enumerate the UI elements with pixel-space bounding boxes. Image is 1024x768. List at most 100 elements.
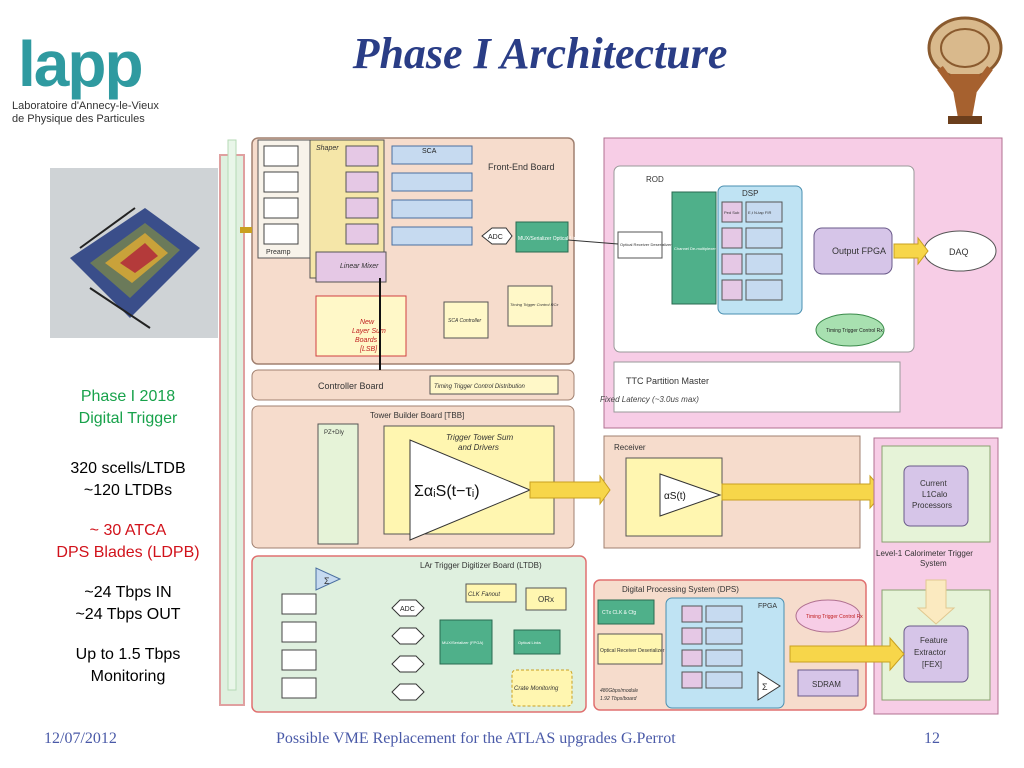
new-layer-sum-label-3: Boards <box>355 337 378 344</box>
front-end-board-label: Front-End Board <box>488 162 555 172</box>
ltdb-mux-fpga <box>439 619 493 665</box>
lapp-subtitle-line2: de Physique des Particules <box>12 113 145 125</box>
tbb-label: Tower Builder Board [TBB] <box>370 411 464 420</box>
dps-to-fex-arrow <box>789 636 905 672</box>
output-fpga <box>813 227 893 275</box>
new-layer-sum-label-4: [LSB] <box>359 346 378 353</box>
tbps-line1: ~24 Tbps IN <box>84 584 172 601</box>
dps-label: Digital Processing System (DPS) <box>622 585 739 594</box>
rod-label: ROD <box>646 175 664 184</box>
tbps-line2: ~24 Tbps OUT <box>75 606 181 623</box>
linear-mixer <box>315 251 387 283</box>
fex-label-2: Extractor <box>914 648 946 657</box>
ltdb-optical-links <box>513 629 561 655</box>
l1-trigger-label-1: Level-1 Calorimeter Trigger <box>876 549 973 558</box>
ltdb-adc-label: ADC <box>400 606 415 613</box>
dps-rate-1: 480Gbps/module <box>600 688 638 694</box>
ped-sub-label: Ped Sub <box>724 210 740 215</box>
sca-controller-label: SCA Controller <box>448 318 481 324</box>
page-title: Phase I Architecture <box>352 29 728 78</box>
preamp-cells <box>263 145 299 245</box>
footer-date: 12/07/2012 <box>44 730 117 747</box>
atlas-logo <box>927 16 1003 124</box>
ttc-partition-master <box>613 361 901 413</box>
tbb-to-receiver-arrow <box>529 474 611 506</box>
receiver-label: Receiver <box>614 443 646 452</box>
rod-optical-receiver <box>617 231 663 259</box>
mux-serializer <box>515 221 569 253</box>
ltdb-optical-links-label: Optical Links <box>518 640 541 645</box>
linear-mixer-label: Linear Mixer <box>340 263 379 270</box>
dps-sigma: Σ <box>762 682 768 692</box>
dps-rate-2: 1.92 Tbps/board <box>600 696 637 702</box>
pz-dly-label: PZ+Dly <box>324 430 344 436</box>
sca-controller <box>443 301 489 339</box>
ttc-partition-label: TTC Partition Master <box>626 376 709 386</box>
dps-optical-receiver-label: Optical Receiver Deserializer <box>600 648 665 654</box>
l1calo-label-1: Current <box>920 479 947 488</box>
lapp-logo: lapp <box>18 28 144 100</box>
sca-blocks <box>391 145 473 246</box>
controller-board-label: Controller Board <box>318 381 384 391</box>
crate-monitoring <box>511 669 573 707</box>
rod-optical-receiver-label: Optical Receiver Deserializer <box>620 242 672 247</box>
l1calo-down-arrow <box>916 579 956 625</box>
new-layer-sum-label-1: New <box>360 319 375 326</box>
lapp-logo-subtitle: Laboratoire d'Annecy-le-Vieux de Physiqu… <box>12 100 159 126</box>
scells-line1: 320 scells/LTDB <box>70 460 186 477</box>
pz-dly-group <box>317 423 359 545</box>
ttc-distribution <box>429 375 559 395</box>
ltdb-sigma: Σ <box>324 576 330 586</box>
scells-info: 320 scells/LTDB ~120 LTDBs <box>50 458 206 502</box>
mux-serializer-label: MUX/Serializer Optical Links <box>518 236 582 242</box>
dps-timing-rx-label: Timing Trigger Control Rx <box>806 614 863 620</box>
atca-line1: ~ 30 ATCA <box>89 522 167 539</box>
crate-monitoring-label: Crate Monitoring <box>514 686 559 692</box>
ltdb-adc-cells <box>391 599 425 701</box>
preamp-label: Preamp <box>266 249 291 256</box>
mon-line2: Monitoring <box>90 668 166 685</box>
fe-to-rod-link <box>567 239 619 245</box>
trigger-tower-sum-amp <box>409 439 532 541</box>
daq-label: DAQ <box>949 247 969 257</box>
sum-formula: ΣαᵢS(t−τᵢ) <box>414 483 480 500</box>
ltdb-label: LAr Trigger Digitizer Board (LTDB) <box>420 561 542 570</box>
ctx-clk-cfg <box>597 599 655 625</box>
scells-line2: ~120 LTDBs <box>83 482 173 499</box>
architecture-diagram: Front-End Board Preamp Shaper Linear Mix… <box>219 137 1003 715</box>
clk-fanout <box>465 583 517 603</box>
ej-fir-label: E,t N-tap FIR <box>748 210 771 215</box>
footer-caption: Possible VME Replacement for the ATLAS u… <box>276 730 676 747</box>
footer-page-number: 12 <box>924 730 940 747</box>
phase-info: Phase I 2018 Digital Trigger <box>50 386 206 430</box>
receiver-amp <box>659 473 722 517</box>
channel-demux-label: Channel De-multiplexer INPUT FPGA <box>674 246 741 251</box>
ttc-distribution-label: Timing Trigger Control Distribution <box>434 384 526 390</box>
sca-label: SCA <box>422 148 437 155</box>
dps-fpga-label: FPGA <box>758 603 777 610</box>
rod-timing-rx-label: Timing Trigger Control Rx <box>826 328 883 334</box>
output-fpga-label: Output FPGA <box>832 246 886 256</box>
sdram <box>797 669 859 697</box>
ttc-rcx <box>507 285 553 327</box>
l1calo-processors <box>903 465 969 527</box>
lapp-subtitle-line1: Laboratoire d'Annecy-le-Vieux <box>12 100 159 112</box>
l1calo-label-2: L1Calo <box>922 490 948 499</box>
atca-line2: DPS Blades (LDPB) <box>56 544 200 561</box>
dps-sum-amp <box>757 671 781 701</box>
orx <box>525 587 567 611</box>
l1-trigger-label-2: System <box>920 559 947 568</box>
detector-image <box>50 168 218 338</box>
dps-optical-receiver <box>597 633 663 665</box>
new-layer-sum-label-2: Layer Sum <box>352 328 386 335</box>
ctx-clk-label: CTx CLK & Cfg <box>602 610 636 616</box>
rod-timing-rx <box>815 313 885 347</box>
fex-label-1: Feature <box>920 636 948 645</box>
l1calo-label-3: Processors <box>912 501 952 510</box>
fixed-latency-label: Fixed Latency (~3.0us max) <box>600 395 699 404</box>
daq-arrow <box>893 236 929 266</box>
fex-label-3: [FEX] <box>922 660 942 669</box>
left-rail-inner <box>227 139 237 691</box>
front-end-adc <box>481 227 513 245</box>
clk-fanout-label: CLK Fanout <box>468 592 500 598</box>
